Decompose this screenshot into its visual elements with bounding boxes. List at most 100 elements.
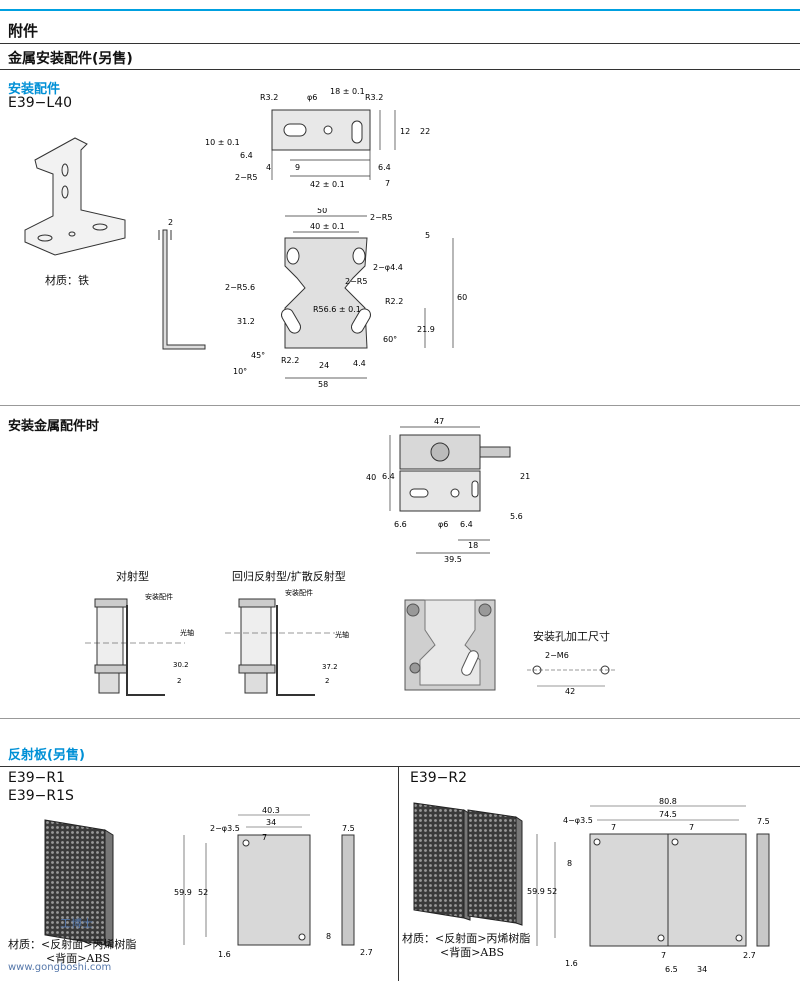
page-title: 附件 — [8, 22, 39, 40]
front-dim-50: 50 — [317, 208, 327, 215]
r1-dim-599: 59.9 — [174, 888, 192, 897]
inst-dim-56: 5.6 — [510, 512, 523, 521]
reflector-top-divider — [0, 718, 800, 719]
front-dim-24: 24 — [319, 361, 329, 370]
r2-dim-7a: 7 — [611, 823, 616, 832]
reflector-column-divider — [398, 766, 399, 981]
front-dim-r22b: R2.2 — [281, 356, 299, 365]
top-dim-10: 10 ± 0.1 — [205, 138, 240, 147]
front-dim-58: 58 — [318, 380, 328, 389]
inst-dim-64b: 6.4 — [460, 520, 473, 529]
front-dim-2r56: 2−R5.6 — [225, 283, 255, 292]
r1-dim-16: 1.6 — [218, 950, 231, 959]
front-dim-2r5a: 2−R5 — [370, 213, 392, 222]
hole-dim-42: 42 — [565, 687, 575, 696]
r2-dim-52: 52 — [547, 887, 557, 896]
top-dim-22: 22 — [420, 127, 430, 136]
inst-dim-66: 6.6 — [394, 520, 407, 529]
through-dim-302: 30.2 — [173, 661, 189, 669]
r1-dim-phi35: 2−φ3.5 — [210, 824, 240, 833]
r2-dim-75: 7.5 — [757, 817, 770, 826]
reflector-r1-picture — [44, 819, 114, 948]
watermark-brand: 工博士 — [60, 917, 93, 930]
top-accent-line — [0, 9, 800, 11]
inst-dim-64a: 6.4 — [382, 472, 395, 481]
reflector-divider — [0, 766, 800, 767]
front-dim-40: 40 ± 0.1 — [310, 222, 345, 231]
bracket-perspective-figure — [24, 137, 126, 256]
title-divider — [0, 43, 800, 44]
front-dim-45deg: 45° — [251, 351, 265, 360]
r1-dim-7: 7 — [262, 833, 267, 842]
front-dim-2r5b: 2−R5 — [345, 277, 367, 286]
top-dim-42: 42 ± 0.1 — [310, 180, 345, 189]
r1-dim-403: 40.3 — [262, 806, 280, 815]
front-dim-44: 4.4 — [353, 359, 366, 368]
r2-dim-808: 80.8 — [659, 798, 677, 806]
front-dim-60: 60 — [457, 293, 467, 302]
r2-dim-phi35: 4−φ3.5 — [563, 816, 593, 825]
hole-dims-title: 安装孔加工尺寸 — [533, 630, 610, 643]
inst-dim-395: 39.5 — [444, 555, 462, 564]
installed-view: 47 40 6.4 21 6.6 φ6 6.4 5.6 18 39.5 — [366, 417, 530, 564]
front-dim-5: 5 — [425, 231, 430, 240]
bracket-side-profile: 2 — [158, 218, 206, 350]
installed-photo — [404, 599, 496, 691]
retro-axis-label: 光轴 — [335, 630, 349, 639]
r2-dim-27: 2.7 — [743, 951, 756, 960]
bracket-top-view: R3.2 φ6 18 ± 0.1 R3.2 10 ± 0.1 6.4 12 22… — [205, 88, 430, 189]
top-dim-64b: 6.4 — [378, 163, 391, 172]
r2-dim-65: 6.5 — [665, 965, 678, 974]
top-dim-4: 4 — [266, 163, 271, 172]
inst-dim-47: 47 — [434, 417, 444, 426]
reflector-r2-picture — [413, 802, 523, 926]
installed-section-title: 安装金属配件时 — [8, 419, 100, 434]
front-dim-r22a: R2.2 — [385, 297, 403, 306]
reflector-r1-drawing: 40.3 2−φ3.5 7 34 7.5 59.9 52 8 1.6 2.7 — [174, 806, 373, 959]
side-dim: 2 — [168, 218, 173, 227]
inst-dim-40: 40 — [366, 473, 376, 482]
top-dim-9: 9 — [295, 163, 300, 172]
top-dim-r32b: R3.2 — [365, 93, 383, 102]
inst-dim-21: 21 — [520, 472, 530, 481]
top-dim-18: 18 ± 0.1 — [330, 88, 365, 96]
r2-dim-7b: 7 — [689, 823, 694, 832]
inst-dim-18: 18 — [468, 541, 478, 550]
retro-dim-2: 2 — [325, 677, 329, 685]
through-dim-2: 2 — [177, 677, 181, 685]
through-beam-label: 对射型 — [116, 570, 149, 583]
top-dim-64a: 6.4 — [240, 151, 253, 160]
r1-dim-27: 2.7 — [360, 948, 373, 957]
r2-dim-8: 8 — [567, 859, 572, 868]
reflector-title-text: 反射板(另售) — [8, 748, 85, 763]
retro-label: 回归反射型/扩散反射型 — [232, 570, 346, 583]
reflector-section-title: 反射板(另售) — [8, 744, 85, 763]
hole-dims-drawing: 2−M6 42 — [527, 651, 617, 696]
front-dim-2phi44: 2−φ4.4 — [373, 263, 403, 272]
r2-dim-745: 74.5 — [659, 810, 677, 819]
front-dim-r566: R56.6 ± 0.1 — [313, 305, 361, 314]
retro-bracket-label: 安装配件 — [285, 588, 313, 597]
reflector-r1s-model: E39−R1S — [8, 788, 74, 804]
r2-dim-16: 1.6 — [565, 959, 578, 968]
through-axis-label: 光轴 — [180, 628, 194, 637]
r1-material-line2: <背面>ABS — [46, 952, 110, 965]
bracket-model: E39−L40 — [8, 95, 73, 111]
through-beam-side-view: 安装配件 光轴 30.2 2 — [85, 592, 194, 696]
top-dim-r32a: R3.2 — [260, 93, 278, 102]
front-dim-219: 21.9 — [417, 325, 435, 334]
through-bracket-label: 安装配件 — [145, 592, 173, 601]
top-dim-2r5: 2−R5 — [235, 173, 257, 182]
r1-dim-8: 8 — [326, 932, 331, 941]
r1-material-line1: 材质：<反射面>丙烯树脂 — [8, 938, 137, 951]
bracket-front-view: 50 2−R5 40 ± 0.1 5 2−φ4.4 2−R5.6 2−R5 R2… — [225, 208, 467, 389]
watermark-url[interactable]: www.gongboshi.com — [8, 962, 112, 973]
retro-dim-372: 37.2 — [322, 663, 338, 671]
front-dim-60deg: 60° — [383, 335, 397, 344]
reflector-r2-drawing: 80.8 4−φ3.5 74.5 7 7 7.5 59.9 52 8 1.6 7… — [527, 798, 770, 974]
top-dim-12: 12 — [400, 127, 410, 136]
front-dim-312: 31.2 — [237, 317, 255, 326]
top-dim-7: 7 — [385, 179, 390, 188]
r2-dim-7c: 7 — [661, 951, 666, 960]
reflector-r2-model: E39−R2 — [410, 770, 468, 786]
